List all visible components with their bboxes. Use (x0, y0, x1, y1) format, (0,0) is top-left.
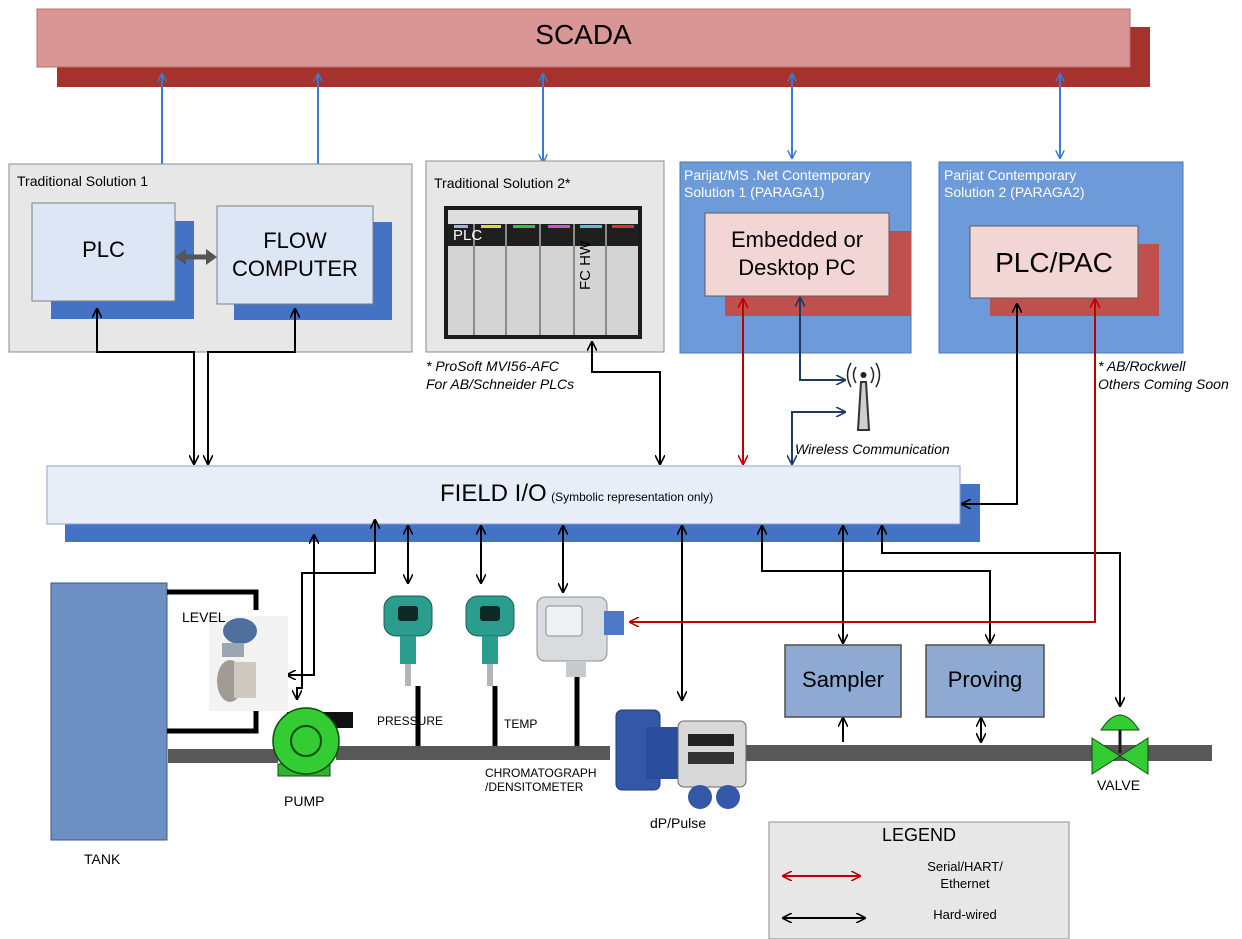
plc-label: PLC (82, 237, 125, 262)
sampler-label: Sampler (802, 667, 884, 692)
legend-title: LEGEND (881, 825, 957, 845)
tank-label: TANK (84, 851, 121, 867)
plc-fc-link (175, 249, 217, 265)
pump-label: PUMP (284, 793, 325, 809)
sampler-box (784, 644, 902, 718)
field-io-label: FIELD I/O (Symbolic representation only) (440, 480, 713, 508)
plc-rack-image (444, 206, 642, 339)
chromatograph-label: CHROMATOGRAPH /DENSITOMETER (485, 766, 597, 794)
parijat-solution-2-title: Parijat Contemporary Solution 2 (PARAGA2… (944, 167, 1085, 200)
field-io-sublabel: (Symbolic representation only) (551, 490, 714, 504)
trad2-footnote: * ProSoft MVI56-AFC For AB/Schneider PLC… (426, 358, 575, 392)
valve-label: VALVE (1097, 777, 1141, 793)
traditional-solution-2-title: Traditional Solution 2* (434, 175, 571, 191)
parijat-solution-1-title: Parijat/MS .Net Contemporary Solution 1 … (684, 167, 871, 200)
legend-serial-label: Serial/HART/ Ethernet (927, 859, 1003, 891)
legend-hardwired-label: Hard-wired (933, 907, 997, 922)
tank (50, 582, 259, 841)
rack-fc-hw-label: FC HW (577, 240, 594, 290)
dp-pulse-meter-icon (615, 709, 747, 809)
serial-links (630, 299, 1095, 622)
plc-pac-label: PLC/PAC (995, 247, 1113, 278)
scada-label: SCADA (535, 19, 632, 50)
legend-box (768, 821, 1070, 939)
valve-icon (1091, 714, 1149, 775)
pressure-label: PRESSURE (377, 714, 444, 728)
field-io-title: FIELD I/O (440, 480, 547, 507)
proving-label: Proving (947, 667, 1023, 692)
antenna-icon (846, 362, 881, 431)
wireless-communication-label: Wireless Communication (795, 441, 950, 457)
level-transmitter-icon (209, 616, 288, 711)
rack-plc-label: PLC (453, 227, 483, 244)
parijat2-footnote: * AB/Rockwell Others Coming Soon (1098, 358, 1229, 392)
scada-bar (36, 8, 1150, 87)
embedded-desktop-pc-label: Embedded or Desktop PC (730, 227, 864, 280)
temperature-transmitter-icon (465, 595, 515, 746)
dp-pulse-label: dP/Pulse (650, 815, 707, 831)
temp-label: TEMP (504, 717, 538, 731)
pressure-transmitter-icon (383, 595, 433, 746)
level-label: LEVEL (182, 609, 226, 625)
flow-computer-label: FLOW COMPUTER (232, 228, 358, 281)
chromatograph-icon (536, 596, 624, 746)
traditional-solution-1-title: Traditional Solution 1 (17, 173, 149, 189)
pump-icon (272, 707, 353, 777)
proving-box (925, 644, 1045, 718)
